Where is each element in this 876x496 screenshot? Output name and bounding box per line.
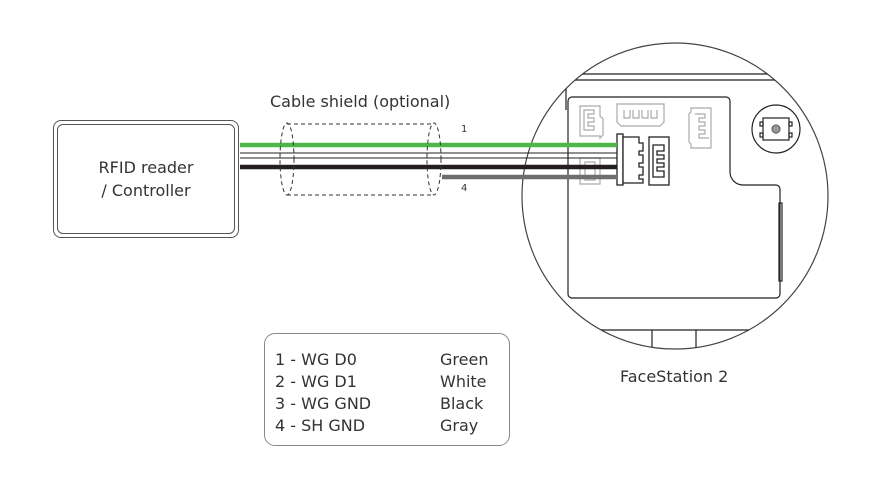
legend-color: Green (440, 350, 489, 369)
pin-label-4: 4 (461, 183, 468, 194)
cable-shield-label: Cable shield (optional) (270, 92, 451, 111)
legend-signal: 1 - WG D0 (275, 350, 357, 369)
legend-signal: 3 - WG GND (275, 394, 372, 413)
legend-color: Black (440, 394, 484, 413)
rfid-label-line2: / Controller (101, 181, 191, 200)
device-label: FaceStation 2 (620, 367, 729, 386)
wiegand-connector (616, 133, 670, 186)
legend-signal: 4 - SH GND (275, 416, 366, 435)
pin-label-1: 1 (461, 124, 468, 135)
legend-color: Gray (440, 416, 479, 435)
wire-legend: 1 - WG D0 Green 2 - WG D1 White 3 - WG G… (264, 333, 510, 446)
device-detail-circle (521, 42, 829, 350)
cable-shield (279, 122, 442, 196)
wire-bundle (240, 142, 617, 180)
rfid-reader-box: RFID reader / Controller (53, 120, 239, 238)
legend-color: White (440, 372, 487, 391)
tamper-button-icon (751, 104, 801, 154)
legend-signal: 2 - WG D1 (275, 372, 357, 391)
rfid-label-line1: RFID reader (98, 158, 194, 177)
